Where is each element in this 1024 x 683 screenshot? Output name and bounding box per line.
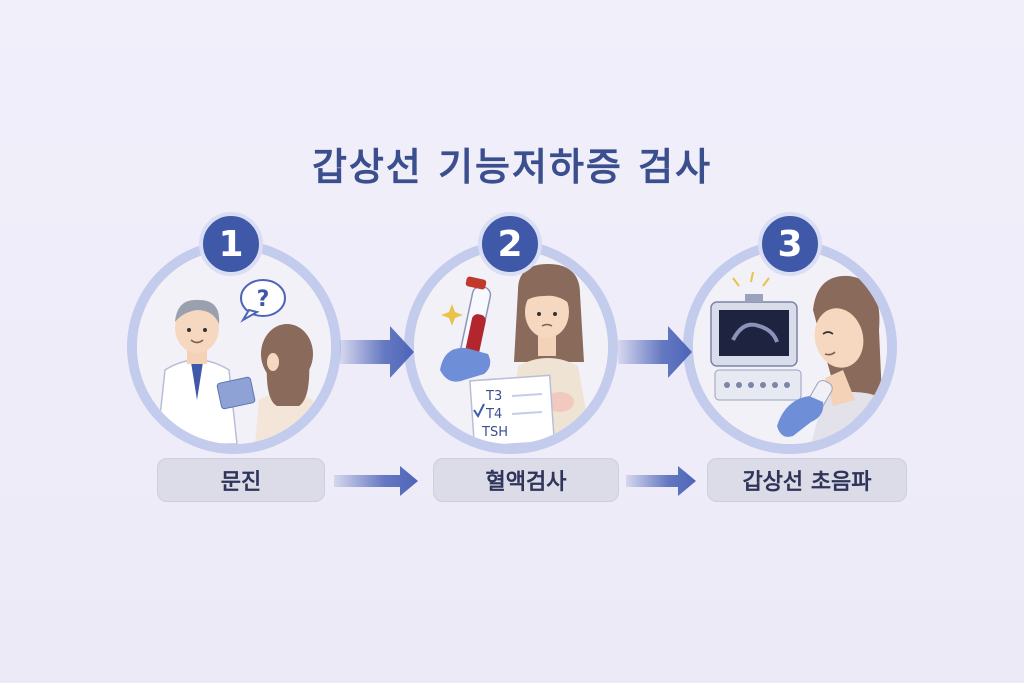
doctor-figure <box>156 299 256 444</box>
test-tube-icon <box>440 276 492 382</box>
step-2-number-badge: 2 <box>478 212 542 276</box>
arrow-right-icon <box>626 466 696 496</box>
step-1-illustration: ? <box>127 240 341 454</box>
arrow-right-icon <box>340 326 414 378</box>
lab-item-t3: T3 <box>485 389 502 404</box>
arrow-right-icon <box>618 326 692 378</box>
step-2-label: 혈액검사 <box>433 458 619 502</box>
ultrasound-probe-icon <box>777 379 833 437</box>
step-1-label: 문진 <box>157 458 325 502</box>
page-title: 갑상선 기능저하증 검사 <box>311 145 713 189</box>
consultation-illustration: ? <box>137 250 331 444</box>
arrow-right-icon <box>334 466 418 496</box>
step-3-label: 갑상선 초음파 <box>707 458 907 502</box>
lab-result-sheet: T3 T4 TSH <box>469 374 556 444</box>
ultrasound-monitor-icon <box>710 271 802 401</box>
step-1-number-badge: 1 <box>199 212 263 276</box>
svg-text:?: ? <box>257 287 270 312</box>
blood-test-illustration: T3 T4 TSH <box>414 250 608 444</box>
lab-item-t4: T4 <box>485 407 502 422</box>
step-3-number-badge: 3 <box>758 212 822 276</box>
check-icon <box>473 403 485 418</box>
question-bubble: ? <box>240 279 286 323</box>
lab-item-tsh: TSH <box>481 425 508 440</box>
